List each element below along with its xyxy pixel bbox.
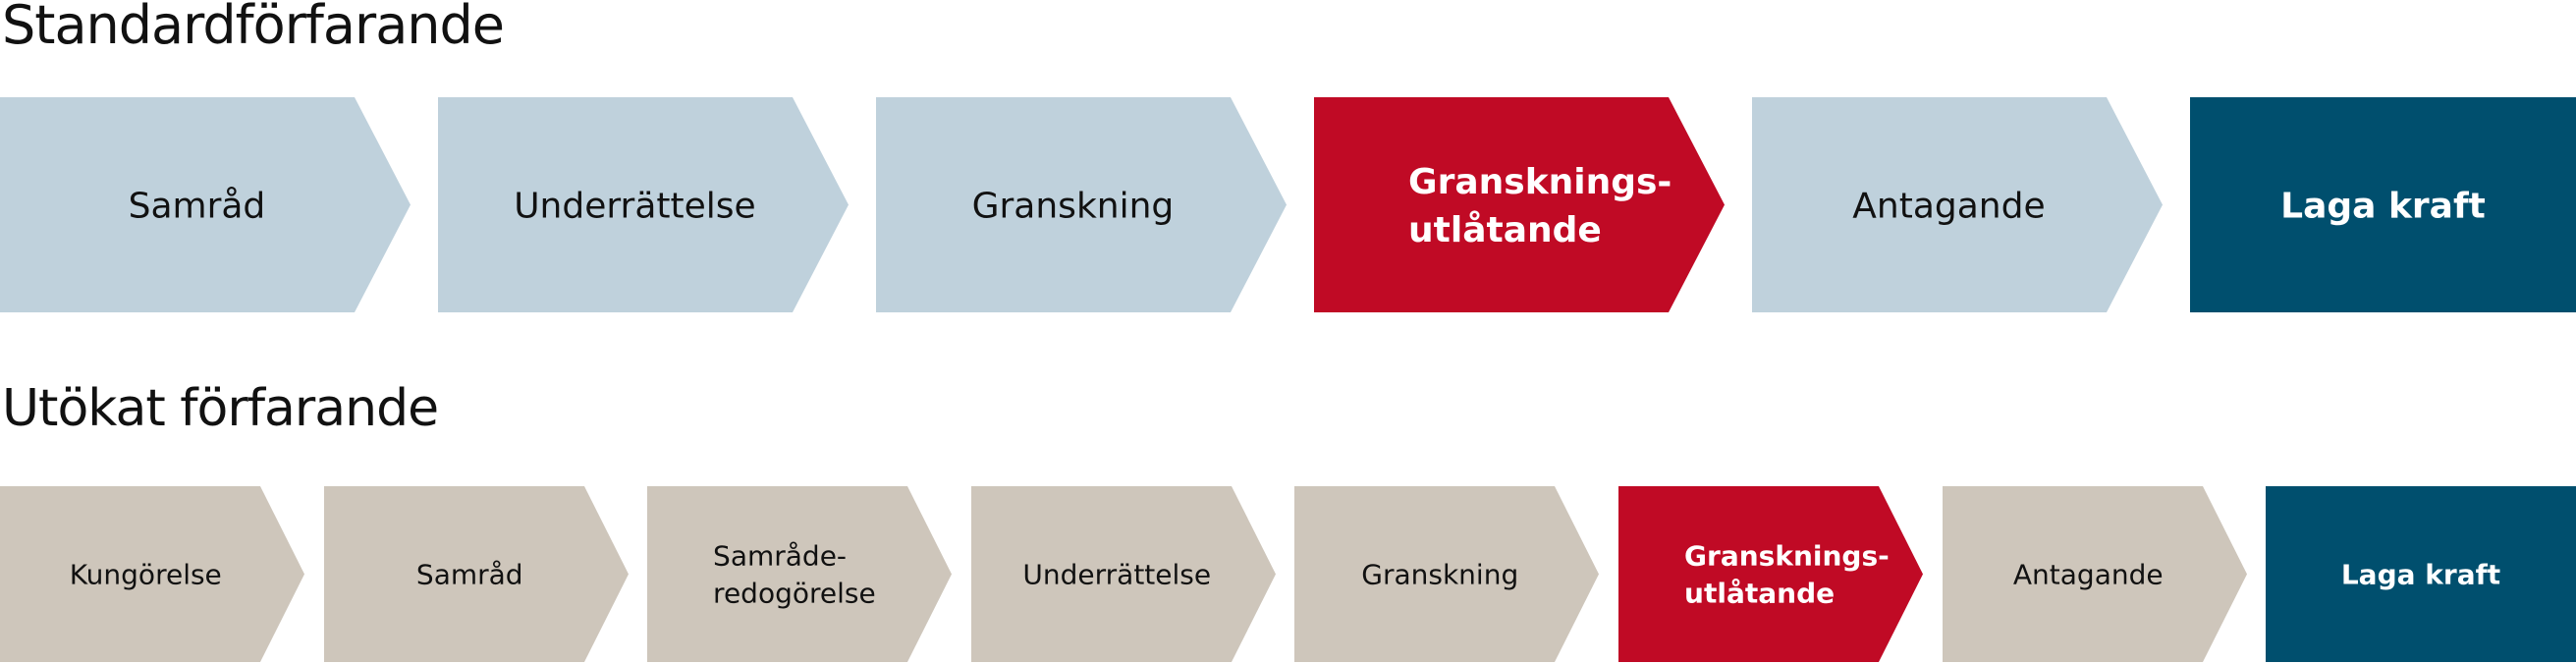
extended-step-1-chevron xyxy=(0,486,304,662)
extended-step-4-chevron xyxy=(971,486,1276,662)
standard-step-2-label: Underrättelse xyxy=(514,186,755,226)
standard-step-2-chevron xyxy=(438,97,849,312)
extended-procedure-title: Utökat förfarande xyxy=(2,379,439,438)
extended-step-5-chevron xyxy=(1294,486,1599,662)
standard-step-6-box xyxy=(2190,97,2576,312)
extended-step-7-chevron xyxy=(1943,486,2247,662)
standard-step-6-label: Laga kraft xyxy=(2280,186,2486,226)
extended-step-2-chevron xyxy=(324,486,629,662)
extended-step-1-label: Kungörelse xyxy=(70,559,222,591)
standard-procedure-title: Standardförfarande xyxy=(2,0,505,56)
extended-step-5-label: Granskning xyxy=(1361,559,1518,591)
standard-step-5-label: Antagande xyxy=(1852,186,2045,226)
extended-step-4-label: Underrättelse xyxy=(1022,559,1211,591)
extended-step-8-box xyxy=(2266,486,2576,662)
extended-step-6-label: Gransknings- xyxy=(1684,540,1890,573)
extended-step-6-label: utlåtande xyxy=(1684,577,1835,609)
extended-step-6-chevron xyxy=(1618,486,1923,662)
standard-step-1-label: Samråd xyxy=(129,186,266,226)
standard-step-3-chevron xyxy=(876,97,1287,312)
standard-step-4-chevron xyxy=(1314,97,1725,312)
standard-steps-row: Samråd Underrättelse Granskning Gransknings… xyxy=(0,97,2576,312)
standard-step-1-chevron xyxy=(0,97,411,312)
extended-step-3-chevron xyxy=(647,486,952,662)
standard-step-5-chevron xyxy=(1752,97,2163,312)
standard-step-4-label: utlåtande xyxy=(1408,210,1602,250)
extended-steps-row: Kungörelse Samråd Samråde-redogörelse Under… xyxy=(0,486,2576,662)
standard-step-4-label: Gransknings- xyxy=(1408,162,1672,202)
extended-step-3-label: Samråde- xyxy=(713,540,847,573)
standard-step-3-label: Granskning xyxy=(972,186,1175,226)
extended-step-2-label: Samråd xyxy=(416,559,523,591)
extended-step-8-label: Laga kraft xyxy=(2341,559,2500,591)
extended-step-7-label: Antagande xyxy=(2013,559,2164,591)
extended-step-3-label: redogörelse xyxy=(713,577,876,609)
